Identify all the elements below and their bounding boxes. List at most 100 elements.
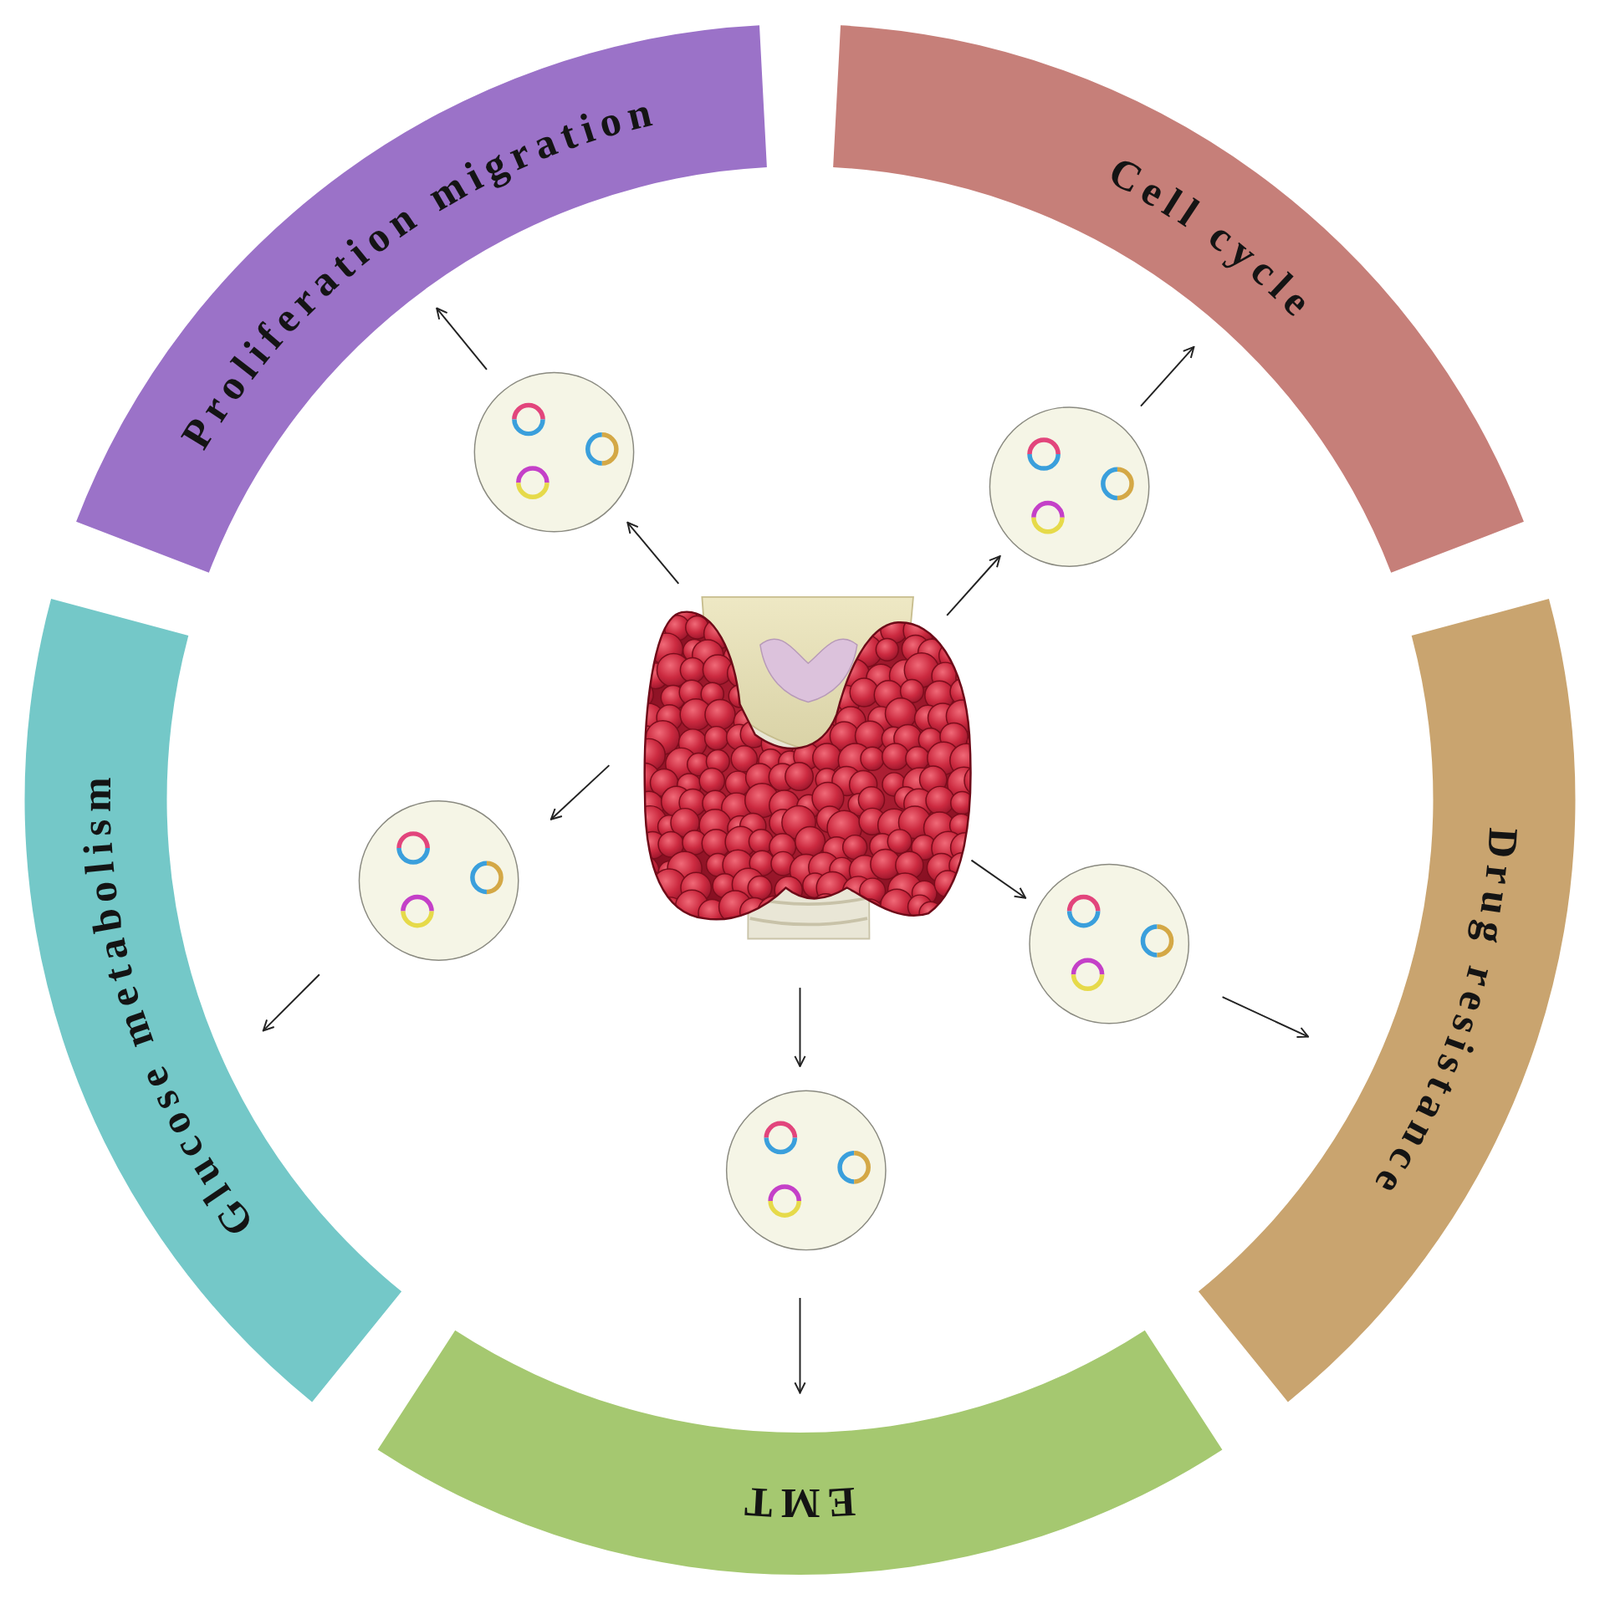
- arrow: [971, 860, 1026, 899]
- band-shape: [375, 1328, 1225, 1577]
- thyroid-lobule: [973, 663, 1005, 695]
- thyroid-lobule: [802, 592, 838, 628]
- thyroid-lobule: [734, 616, 762, 645]
- thyroid-lobule: [767, 598, 793, 623]
- band-letter: g: [1468, 918, 1514, 947]
- thyroid-lobule: [792, 683, 821, 711]
- arc-band: Proliferation migration: [74, 23, 769, 575]
- thyroid-lobule: [774, 618, 801, 645]
- arrow: [263, 974, 320, 1031]
- band-fill: [25, 598, 403, 1402]
- cell-circle: [1029, 863, 1189, 1023]
- thyroid-lobule: [767, 663, 799, 695]
- thyroid-lobule: [794, 622, 819, 647]
- band-letter: m: [108, 1007, 160, 1054]
- arrow: [1222, 996, 1309, 1038]
- band-letter: t: [96, 962, 141, 987]
- band-letter: E: [826, 1481, 857, 1525]
- thyroid-lobule: [793, 644, 818, 670]
- thyroid-lobule: [975, 789, 1007, 821]
- band-fill: [378, 1330, 1223, 1575]
- band-letter: M: [780, 1482, 820, 1525]
- thyroid-lobule: [785, 762, 813, 791]
- thyroid-lobule: [971, 610, 1007, 645]
- band-letter: a: [526, 120, 562, 168]
- thyroid-lobule: [882, 743, 910, 771]
- arc-band: Drug resistance: [1196, 597, 1578, 1405]
- thyroid-lobule: [945, 615, 976, 645]
- band-shape: [74, 23, 769, 575]
- band-letter: T: [743, 1481, 774, 1525]
- thyroid-lobule: [853, 899, 885, 931]
- thyroid-lobule: [964, 764, 997, 797]
- thyroid-lobule: [814, 679, 842, 706]
- thyroid-lobule: [971, 893, 997, 920]
- cell-circle: [358, 801, 518, 961]
- arrow: [436, 308, 487, 370]
- thyroid-lobule: [757, 896, 792, 931]
- thyroid-lobule: [756, 706, 785, 735]
- thyroid-lobule: [858, 595, 884, 620]
- thyroid-lobule: [978, 874, 1003, 900]
- thyroid-lobule: [770, 702, 795, 727]
- thyroid-lobule: [632, 598, 657, 624]
- larynx: [701, 597, 914, 751]
- arc-band: EMT: [375, 1328, 1225, 1577]
- thyroid-lobule: [779, 598, 814, 633]
- band-letter: e: [1451, 986, 1498, 1018]
- band-label: Drug resistance: [1196, 597, 1578, 1405]
- band-letter: n: [622, 91, 655, 138]
- thyroid-lobule: [925, 786, 955, 815]
- thyroid-lobule: [705, 726, 729, 751]
- thyroid-lobule: [977, 703, 1008, 733]
- thyroid-lobule: [741, 599, 767, 624]
- thyroid-lobule: [699, 768, 725, 794]
- thyroid-lobule: [940, 602, 967, 628]
- cell-circle: [726, 1090, 886, 1250]
- thyroid-lobule: [748, 614, 782, 648]
- band-letter: [1465, 945, 1509, 965]
- thyroid-lobule: [795, 827, 826, 858]
- thyroid-lobule: [812, 743, 842, 772]
- band-label: Proliferation migration: [74, 23, 769, 575]
- thyroid-lobule: [624, 893, 655, 924]
- thyroid-lobule: [740, 677, 771, 708]
- arrow: [799, 1298, 802, 1393]
- arrow: [627, 522, 679, 584]
- thyroid-lobule: [828, 594, 858, 624]
- band-fill: [833, 25, 1524, 573]
- thyroid-gland: [624, 591, 1008, 931]
- arrow: [1140, 347, 1194, 407]
- band-letter: b: [83, 905, 129, 936]
- band-label: Glucose metabolism: [22, 597, 404, 1405]
- band-label: EMT: [375, 1328, 1225, 1577]
- band-letter: l: [77, 860, 121, 877]
- band-letter: i: [76, 842, 119, 857]
- band-letter: r: [1458, 962, 1504, 992]
- thyroid-lobule: [787, 899, 815, 928]
- thyroid-lobule: [905, 746, 930, 771]
- thyroid-lobule: [860, 746, 885, 771]
- thyroid-lobule: [794, 663, 826, 695]
- thyroid-lobule: [966, 683, 990, 706]
- thyroid-lobule: [967, 634, 1002, 669]
- thyroid-lobule: [705, 699, 736, 730]
- band-shape: [831, 23, 1526, 575]
- band-letter: a: [89, 935, 135, 966]
- band-letter: o: [594, 98, 627, 145]
- thyroid-lobule: [976, 834, 1008, 866]
- arc-band: Glucose metabolism: [22, 597, 404, 1405]
- thyroid-lobule: [747, 876, 772, 901]
- arrow: [946, 556, 1000, 616]
- arrow: [799, 987, 802, 1067]
- thyroid-lobule: [972, 817, 997, 843]
- thyroid-lobule: [941, 890, 977, 926]
- thyroid-lobule: [811, 635, 838, 662]
- thyroid-lobule: [902, 596, 927, 621]
- thyroid-lobule: [875, 638, 899, 661]
- thyroid-lobule: [749, 638, 772, 661]
- cell-circle: [989, 407, 1149, 567]
